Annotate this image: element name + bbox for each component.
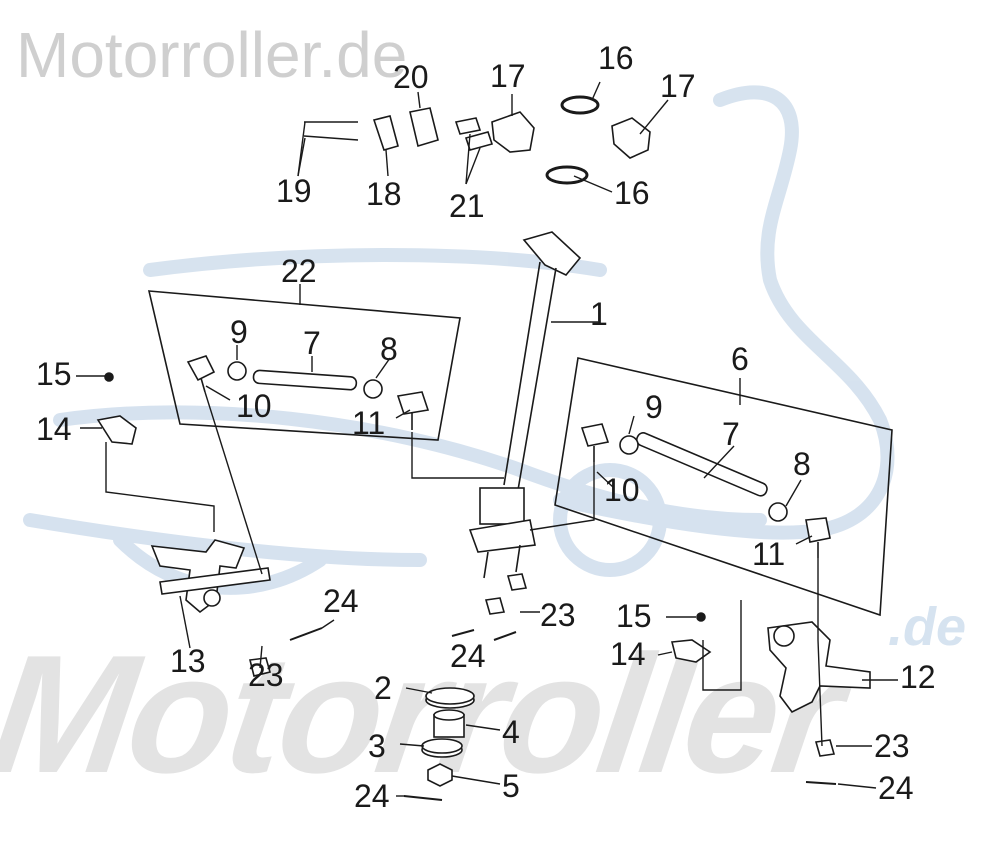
callout-14-right: 14 [610,636,646,672]
callout-8-right: 8 [793,446,811,482]
callout-24-right: 24 [878,770,914,806]
callout-18: 18 [366,176,402,212]
callout-4: 4 [502,714,520,750]
callout-23-center: 23 [540,597,576,633]
callout-15-left: 15 [36,356,72,392]
callout-11-right: 11 [752,536,786,572]
callout-22: 22 [281,253,317,289]
callout-5: 5 [502,768,520,804]
callout-3: 3 [368,728,386,764]
callout-23-left: 23 [248,657,284,693]
callout-19: 19 [276,173,312,209]
callout-6: 6 [731,341,749,377]
callout-21: 21 [449,188,485,224]
callout-20: 20 [393,59,429,95]
scooter-watermark-logo [23,85,895,595]
callout-10-right: 10 [604,472,640,508]
top-small-parts [303,95,651,185]
steering-stem [468,231,582,579]
watermark-top-text: Motorroller.de [16,19,408,91]
tie-rod-assembly-box-right [554,357,893,617]
callout-9-right: 9 [645,389,663,425]
tie-rod-right [580,423,831,558]
callout-13: 13 [170,643,206,679]
leader-lines [76,81,898,797]
callout-12: 12 [900,659,936,695]
callout-11-left: 11 [352,405,386,441]
callout-14-left: 14 [36,411,72,447]
watermark-de-text: .de [888,597,967,657]
callout-17-left: 17 [490,58,526,94]
callout-2: 2 [374,670,392,706]
callout-24-left: 24 [323,583,359,619]
callout-16-bottom: 16 [614,175,650,211]
callout-24-center: 24 [450,638,486,674]
callout-15-right: 15 [616,598,652,634]
callout-9-left: 9 [230,314,248,350]
steering-knuckle-left [150,539,271,614]
bearing-stack [421,687,475,787]
callout-10-left: 10 [236,388,272,424]
cotter-pins [289,627,837,801]
tie-rod-left [186,355,430,430]
callout-7-left: 7 [303,325,321,361]
callout-7-right: 7 [722,416,740,452]
callout-23-right: 23 [874,728,910,764]
callout-16-top: 16 [598,40,634,76]
callout-1: 1 [590,296,608,332]
callout-8-left: 8 [380,331,398,367]
tie-rod-assembly-box-left [147,290,461,441]
callout-24-bottom: 24 [354,778,390,814]
callout-17-right: 17 [660,68,696,104]
